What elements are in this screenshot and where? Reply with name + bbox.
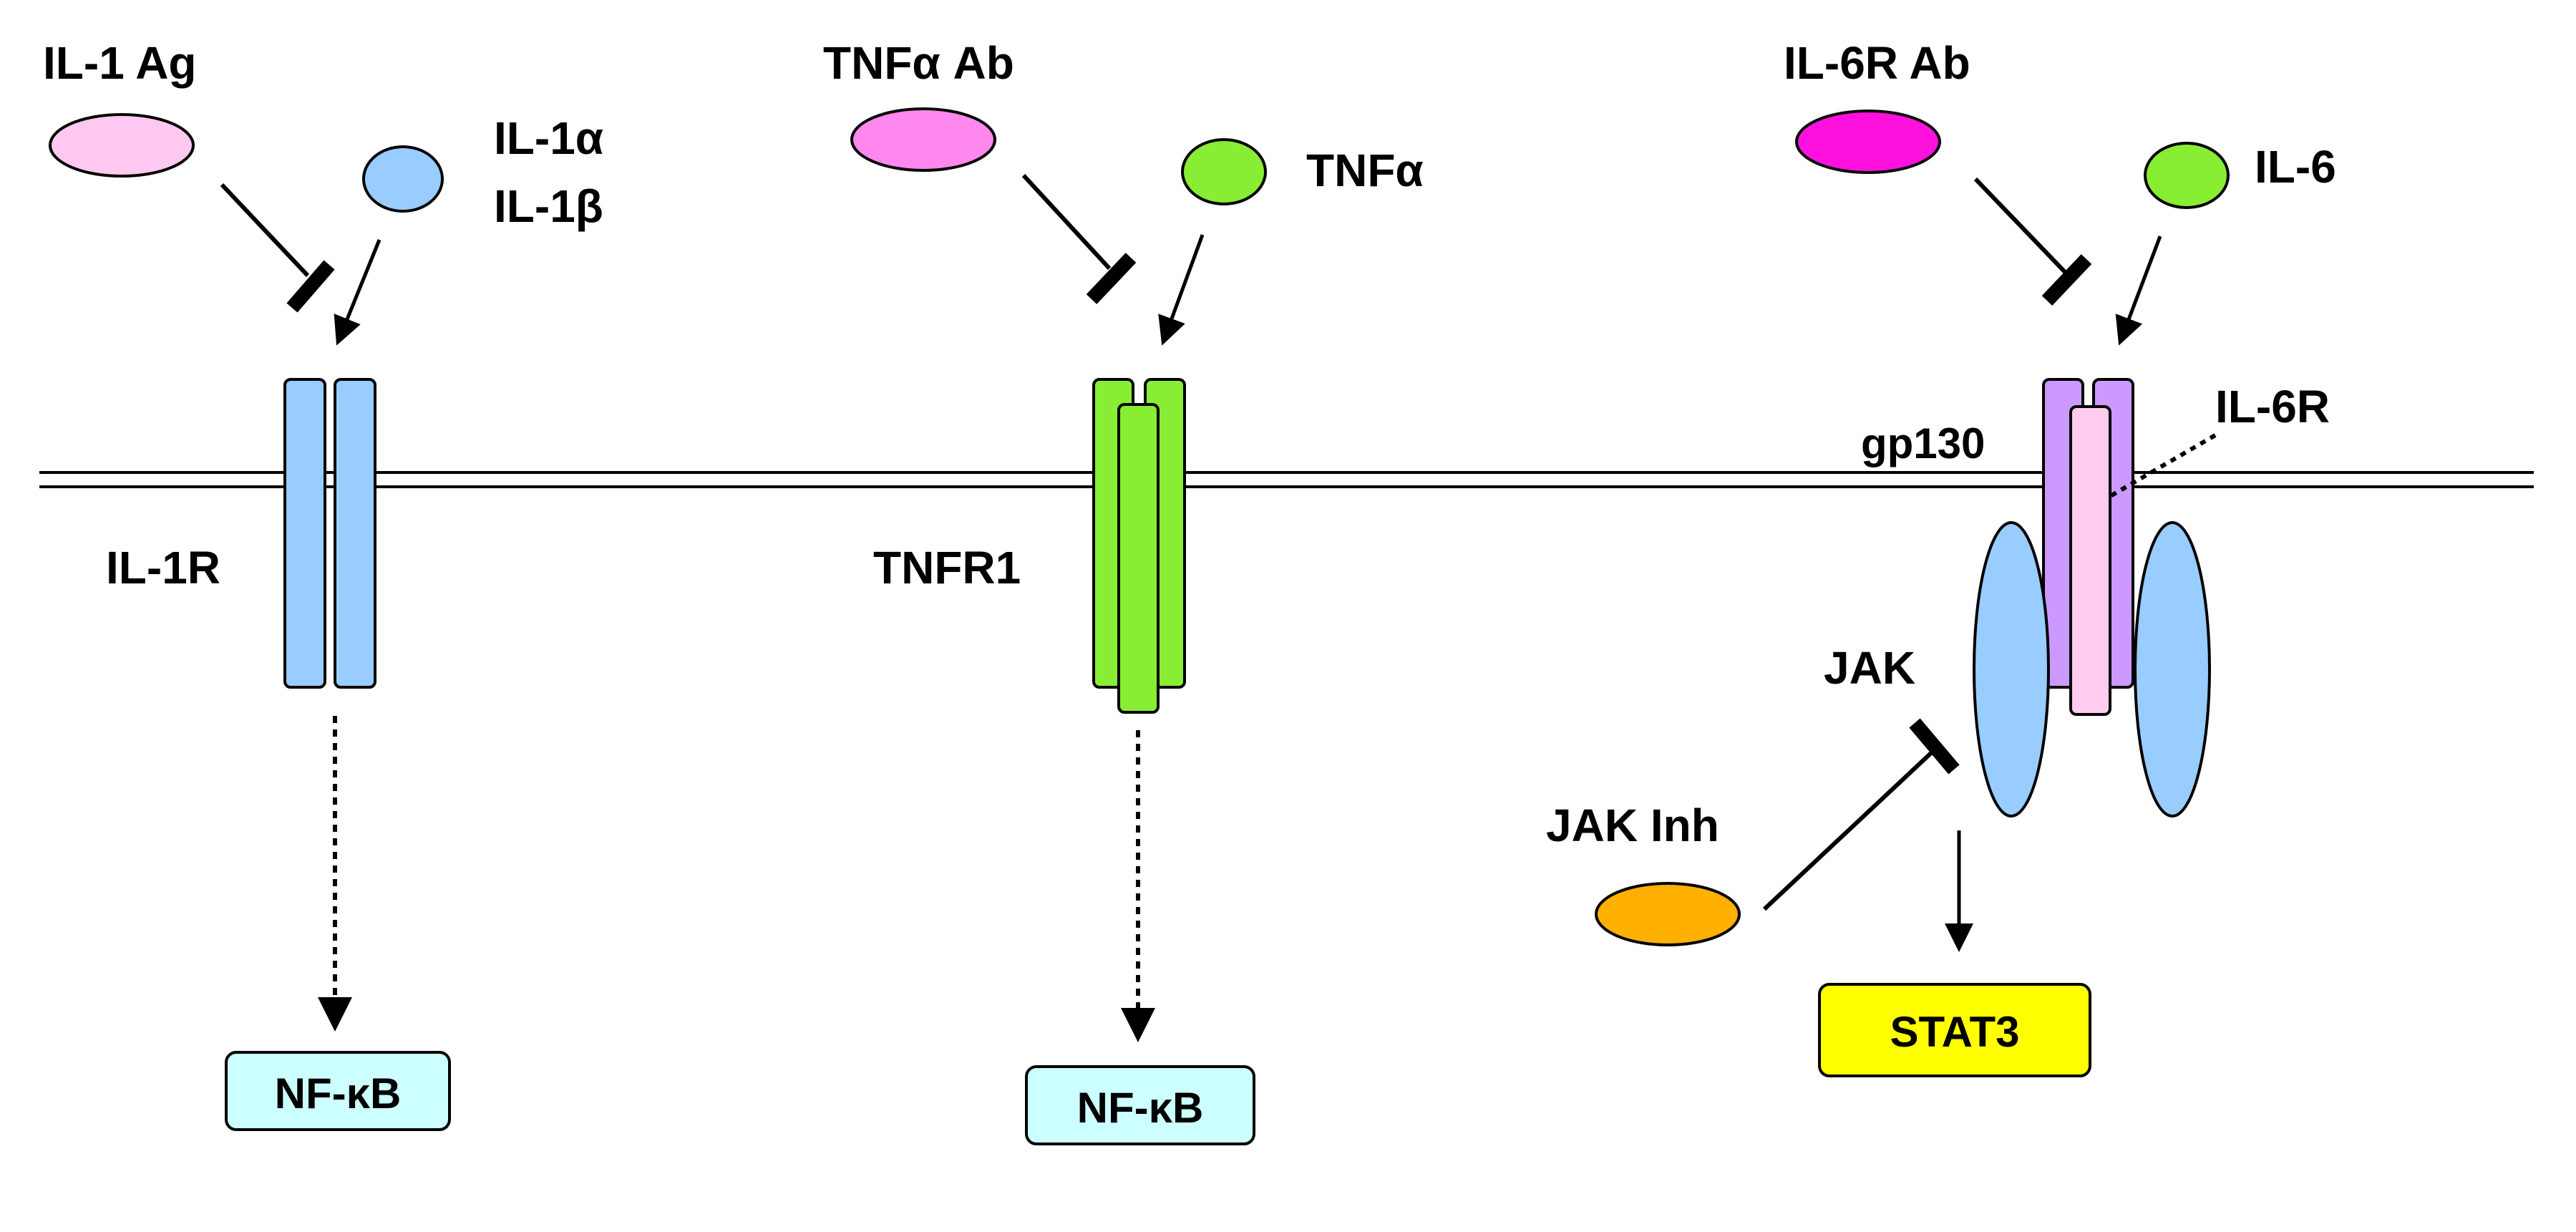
il6r-ab-inhibition-bar [2041, 254, 2092, 306]
jak-label: JAK [1824, 642, 1915, 694]
gp130-il6r-receptor [2042, 378, 2134, 716]
jak-inh-inhibition-line [1762, 750, 1935, 911]
il1-activation-arrow [334, 239, 381, 346]
il6r-ab-inhibition-line [1973, 177, 2067, 274]
tnf-ab-ellipse [850, 107, 996, 172]
stat3-label: STAT3 [1890, 1008, 2019, 1056]
il6r-ab-label: IL-6R Ab [1784, 37, 1970, 89]
tnf-nfkb-label: NF-κB [1077, 1084, 1204, 1132]
il1r-receptor [283, 378, 376, 689]
il1-beta-label: IL-1β [494, 180, 603, 232]
tnf-ligand-label: TNFα [1306, 145, 1424, 196]
il1-pathway: IL-1 Ag IL-1α IL-1β IL-1R NF-κB [43, 37, 603, 1131]
jak-inh-ellipse [1595, 882, 1741, 946]
jak-proteins [1973, 521, 2211, 818]
il6-ligand-ellipse [2144, 142, 2230, 209]
gp130-label: gp130 [1861, 419, 1985, 467]
il6-activation-arrow [2115, 236, 2162, 346]
il1-ag-label: IL-1 Ag [43, 37, 197, 89]
tnf-ab-inhibition-bar [1086, 253, 1137, 304]
tnf-activation-arrow [1158, 234, 1205, 346]
il1-alpha-label: IL-1α [494, 112, 603, 164]
il6-ligand-label: IL-6 [2255, 141, 2336, 193]
il1-ag-ellipse [49, 113, 195, 178]
il1-ag-inhibition-line [220, 183, 310, 278]
il1-ag-inhibition-bar [286, 260, 335, 313]
il1-ligand-ellipse [362, 145, 444, 213]
tnf-ab-inhibition-line [1021, 173, 1112, 271]
il6r-label: IL-6R [2215, 381, 2330, 432]
il6r-pointer-dotted-line [2106, 433, 2217, 500]
il1-nfkb-box [225, 1051, 451, 1131]
tnf-pathway: TNFα Ab TNFα TNFR1 NF-κB [823, 37, 1424, 1145]
tnfr1-receptor [1092, 378, 1186, 714]
tnf-ligand-ellipse [1181, 138, 1267, 205]
il1-nfkb-label: NF-κB [275, 1069, 402, 1117]
tnfr1-label: TNFR1 [873, 542, 1021, 593]
jak-inh-label: JAK Inh [1546, 800, 1719, 851]
tnf-ab-label: TNFα Ab [823, 37, 1014, 89]
stat3-box [1818, 983, 2091, 1077]
il6r-ab-ellipse [1795, 110, 1941, 174]
tnf-nfkb-box [1025, 1065, 1255, 1145]
jak-inh-inhibition-bar [1909, 718, 1960, 775]
cell-membrane [39, 471, 2534, 488]
il1r-label: IL-1R [106, 542, 220, 593]
il6-pathway: IL-6R Ab IL-6 gp130 IL-6R JAK JAK Inh ST… [1546, 37, 2336, 1077]
